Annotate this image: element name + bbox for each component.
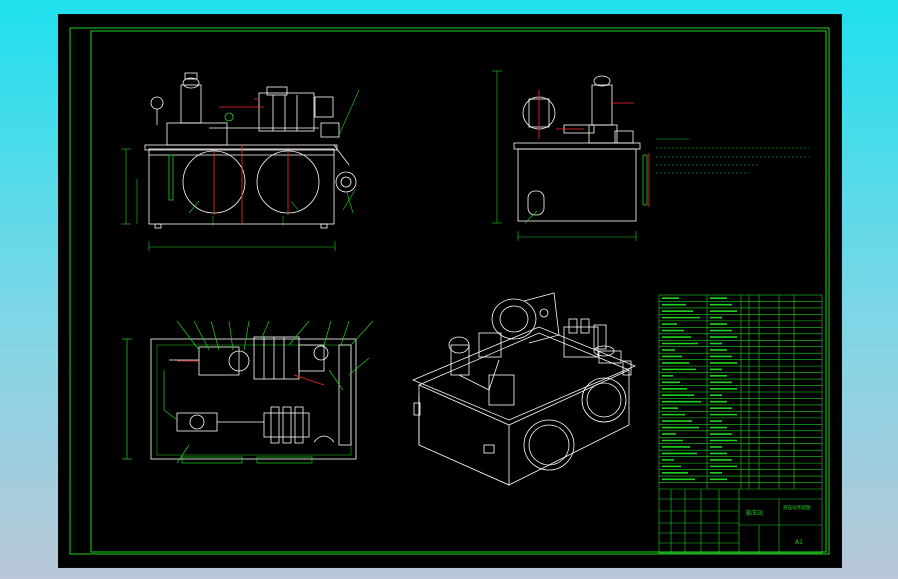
cad-drawing-sheet: 液压站 液压站装配图 A1: [69, 27, 830, 555]
top-view: [150, 336, 357, 460]
front-view: [144, 72, 357, 229]
title-block-drawing-title: 液压站: [745, 509, 763, 517]
inner-drawing-border: [90, 30, 827, 553]
side-view-red-lines: [538, 90, 650, 207]
top-view-red-lines: [177, 360, 325, 386]
title-block-size-label: A1: [795, 539, 803, 546]
title-block-project-title: 液压站装配图: [783, 504, 811, 511]
side-view: [513, 75, 648, 222]
isometric-view: [411, 292, 637, 486]
front-view-dimensions: [121, 89, 360, 251]
side-view-dimensions: [492, 70, 637, 241]
parts-list-table: [658, 294, 823, 554]
top-view-green-lines: [122, 320, 374, 464]
technical-notes: [656, 138, 809, 174]
cad-viewport[interactable]: 液压站 液压站装配图 A1: [58, 14, 842, 568]
outer-sheet-border: [69, 27, 830, 555]
